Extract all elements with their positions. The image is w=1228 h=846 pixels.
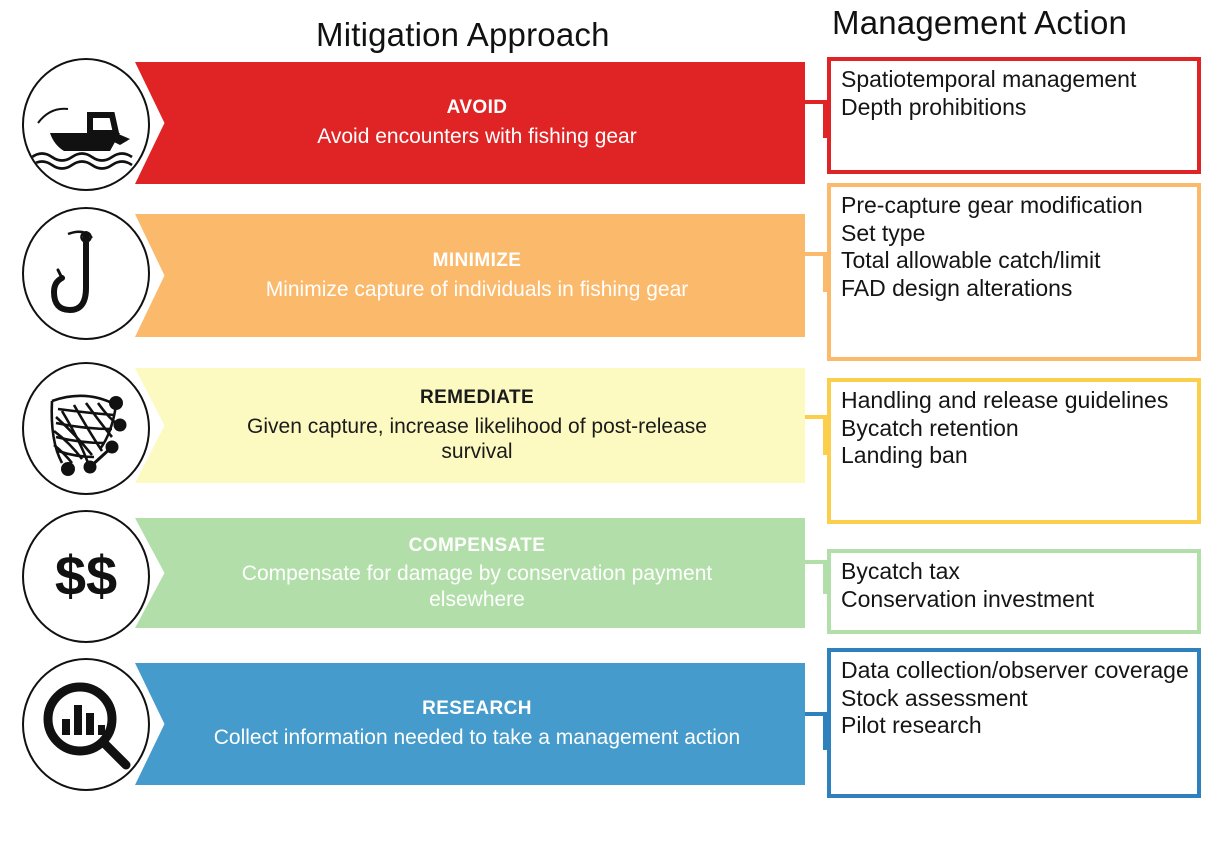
icon-fishing-boat	[22, 58, 150, 191]
connector-segment-v	[823, 560, 827, 594]
connector-segment-h1	[805, 560, 827, 564]
icon-dollar-signs: $$	[22, 510, 150, 643]
svg-text:$$: $$	[55, 544, 117, 607]
action-item: Pre-capture gear modification	[841, 192, 1143, 218]
bar-description-avoid: Avoid encounters with fishing gear	[317, 125, 637, 149]
action-item: Data collection/observer coverage	[841, 657, 1189, 683]
action-box-minimize[interactable]: Pre-capture gear modification Set type T…	[827, 183, 1201, 361]
bar-compensate[interactable]: COMPENSATE Compensate for damage by cons…	[135, 518, 805, 628]
connector-segment-h1	[805, 252, 827, 256]
action-item: Bycatch retention	[841, 414, 1019, 441]
action-item: Total allowable catch/limit	[841, 247, 1101, 274]
action-item: Conservation investment	[841, 585, 1095, 612]
bar-minimize[interactable]: MINIMIZE Minimize capture of individuals…	[135, 214, 805, 337]
action-item: Landing ban	[841, 442, 968, 469]
action-item: Bycatch tax	[841, 558, 960, 584]
action-item: Stock assessment	[841, 684, 1028, 711]
connector-segment-h1	[805, 100, 827, 104]
bar-title-avoid: AVOID	[446, 97, 508, 119]
action-item: Handling and release guidelines	[841, 387, 1169, 413]
bar-remediate[interactable]: REMEDIATE Given capture, increase likeli…	[135, 368, 805, 483]
connector-segment-v	[823, 252, 827, 292]
bar-title-research: RESEARCH	[422, 698, 532, 720]
connector-segment-h1	[805, 712, 827, 716]
icon-fishing-net	[22, 362, 150, 495]
action-box-compensate[interactable]: Bycatch tax Conservation investment	[827, 549, 1201, 634]
connector-segment-h1	[805, 415, 827, 419]
bar-title-remediate: REMEDIATE	[419, 387, 535, 409]
bar-description-minimize: Minimize capture of individuals in fishi…	[265, 277, 689, 301]
action-box-remediate[interactable]: Handling and release guidelines Bycatch …	[827, 378, 1201, 524]
bar-avoid[interactable]: AVOID Avoid encounters with fishing gear	[135, 62, 805, 184]
action-box-avoid[interactable]: Spatiotemporal management Depth prohibit…	[827, 57, 1201, 174]
action-item: Set type	[841, 219, 926, 246]
action-item: Spatiotemporal management	[841, 66, 1137, 92]
icon-magnifier-barchart	[22, 658, 150, 791]
icon-fish-hook	[22, 207, 150, 340]
action-item: Depth prohibitions	[841, 93, 1027, 120]
bar-title-minimize: MINIMIZE	[432, 249, 522, 271]
bar-description-remediate: Given capture, increase likelihood of po…	[247, 414, 707, 464]
connector-segment-v	[823, 100, 827, 138]
column-header-mitigation-approach: Mitigation Approach	[316, 16, 610, 53]
action-box-research[interactable]: Data collection/observer coverage Stock …	[827, 648, 1201, 798]
bar-description-research: Collect information needed to take a man…	[213, 726, 741, 750]
column-header-management-action: Management Action	[832, 4, 1128, 41]
connector-segment-v	[823, 415, 827, 455]
bar-description-compensate: Compensate for damage by conservation pa…	[241, 562, 713, 611]
bar-title-compensate: COMPENSATE	[408, 534, 546, 556]
action-item: FAD design alterations	[841, 274, 1073, 301]
bar-research[interactable]: RESEARCH Collect information needed to t…	[135, 663, 805, 785]
connector-segment-v	[823, 712, 827, 750]
action-item: Pilot research	[841, 712, 982, 739]
